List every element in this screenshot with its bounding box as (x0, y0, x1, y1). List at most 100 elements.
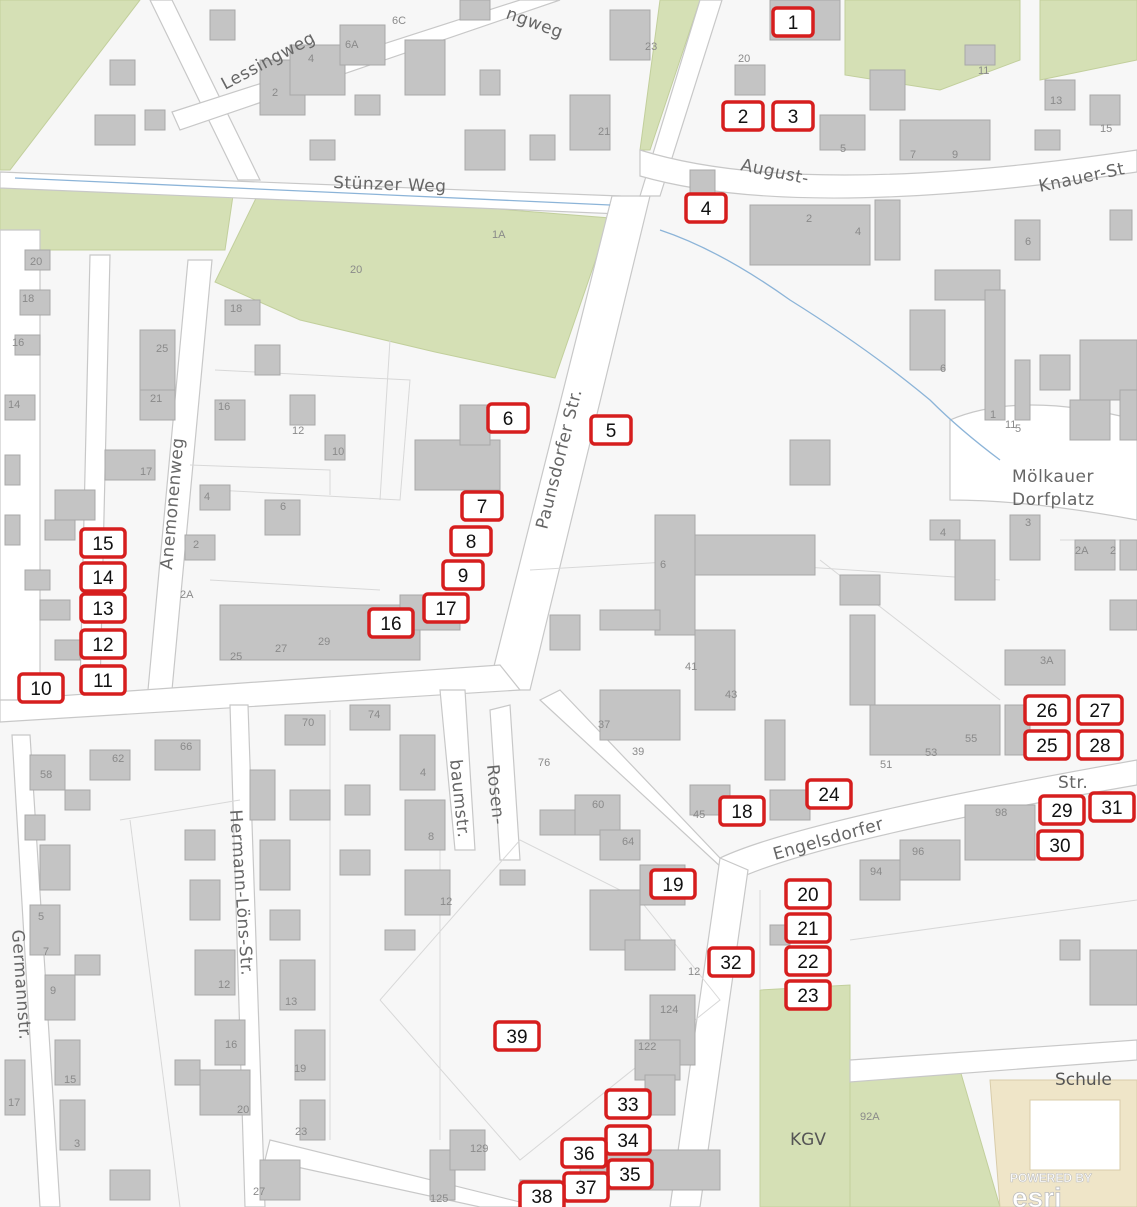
house-number: 66 (180, 741, 192, 753)
marker-box[interactable] (1076, 729, 1124, 761)
map-marker-17[interactable]: 17 (422, 592, 470, 624)
map-marker-26[interactable]: 26 (1023, 694, 1071, 726)
map-marker-11[interactable]: 11 (79, 664, 127, 696)
marker-box[interactable] (1038, 794, 1086, 826)
map-marker-21[interactable]: 21 (784, 912, 832, 944)
map-marker-9[interactable]: 9 (441, 559, 485, 591)
marker-label: 18 (731, 802, 752, 823)
marker-box[interactable] (805, 778, 853, 810)
marker-box[interactable] (486, 402, 530, 434)
map-marker-27[interactable]: 27 (1076, 694, 1124, 726)
house-number: 70 (302, 717, 314, 729)
map-marker-16[interactable]: 16 (367, 607, 415, 639)
map-marker-12[interactable]: 12 (79, 628, 127, 660)
marker-box[interactable] (604, 1088, 652, 1120)
map-marker-33[interactable]: 33 (604, 1088, 652, 1120)
marker-box[interactable] (367, 607, 415, 639)
map-marker-24[interactable]: 24 (805, 778, 853, 810)
map-marker-5[interactable]: 5 (589, 414, 633, 446)
map-marker-6[interactable]: 6 (486, 402, 530, 434)
marker-box[interactable] (771, 6, 815, 38)
map-marker-13[interactable]: 13 (79, 592, 127, 624)
house-number: 1A (492, 229, 506, 241)
map-marker-14[interactable]: 14 (79, 561, 127, 593)
marker-label: 9 (458, 566, 469, 587)
map-marker-4[interactable]: 4 (684, 192, 728, 224)
house-number: 2A (180, 589, 194, 601)
map-marker-10[interactable]: 10 (17, 672, 65, 704)
marker-box[interactable] (79, 628, 127, 660)
map-marker-1[interactable]: 1 (771, 6, 815, 38)
map-marker-38[interactable]: 38 (518, 1180, 566, 1207)
map-marker-34[interactable]: 34 (604, 1124, 652, 1156)
marker-box[interactable] (79, 561, 127, 593)
house-number: 7 (910, 149, 916, 161)
marker-box[interactable] (589, 414, 633, 446)
buildings (4, 0, 1137, 1207)
map-marker-18[interactable]: 18 (718, 795, 766, 827)
marker-box[interactable] (1023, 694, 1071, 726)
marker-box[interactable] (493, 1020, 541, 1052)
house-number: 15 (64, 1074, 76, 1086)
marker-box[interactable] (1076, 694, 1124, 726)
marker-box[interactable] (441, 559, 485, 591)
map-marker-37[interactable]: 37 (562, 1171, 610, 1203)
marker-box[interactable] (17, 672, 65, 704)
marker-box[interactable] (1023, 729, 1071, 761)
marker-box[interactable] (1088, 791, 1136, 823)
house-number: 10 (332, 446, 344, 458)
map-marker-36[interactable]: 36 (560, 1137, 608, 1169)
marker-box[interactable] (79, 527, 127, 559)
house-number: 27 (253, 1186, 265, 1198)
map-marker-22[interactable]: 22 (784, 945, 832, 977)
marker-box[interactable] (718, 795, 766, 827)
house-number: 4 (420, 767, 426, 779)
map-marker-35[interactable]: 35 (606, 1158, 654, 1190)
map-marker-25[interactable]: 25 (1023, 729, 1071, 761)
map-marker-28[interactable]: 28 (1076, 729, 1124, 761)
house-number: 6 (1025, 236, 1031, 248)
marker-box[interactable] (518, 1180, 566, 1207)
marker-box[interactable] (449, 525, 493, 557)
map-marker-39[interactable]: 39 (493, 1020, 541, 1052)
map-marker-15[interactable]: 15 (79, 527, 127, 559)
map-marker-3[interactable]: 3 (771, 100, 815, 132)
marker-box[interactable] (79, 592, 127, 624)
marker-box[interactable] (422, 592, 470, 624)
house-number: 5 (840, 143, 846, 155)
house-number: 4 (855, 226, 861, 238)
house-number: 2 (1110, 545, 1116, 557)
map-marker-7[interactable]: 7 (460, 490, 504, 522)
marker-box[interactable] (707, 946, 755, 978)
map-marker-19[interactable]: 19 (649, 868, 697, 900)
marker-box[interactable] (1036, 829, 1084, 861)
map-marker-23[interactable]: 23 (784, 979, 832, 1011)
marker-label: 31 (1101, 798, 1122, 819)
marker-box[interactable] (560, 1137, 608, 1169)
map-marker-2[interactable]: 2 (721, 100, 765, 132)
map-marker-31[interactable]: 31 (1088, 791, 1136, 823)
house-number: 4 (308, 53, 314, 65)
marker-box[interactable] (784, 945, 832, 977)
marker-box[interactable] (784, 979, 832, 1011)
marker-box[interactable] (771, 100, 815, 132)
house-number: 21 (150, 393, 162, 405)
marker-box[interactable] (784, 912, 832, 944)
marker-box[interactable] (460, 490, 504, 522)
house-number: 98 (995, 807, 1007, 819)
marker-box[interactable] (649, 868, 697, 900)
map-marker-32[interactable]: 32 (707, 946, 755, 978)
map-marker-8[interactable]: 8 (449, 525, 493, 557)
marker-box[interactable] (79, 664, 127, 696)
map-marker-29[interactable]: 29 (1038, 794, 1086, 826)
marker-box[interactable] (784, 878, 832, 910)
house-number: 3A (1040, 655, 1054, 667)
house-number: 6 (280, 501, 286, 513)
marker-box[interactable] (684, 192, 728, 224)
map-marker-30[interactable]: 30 (1036, 829, 1084, 861)
marker-box[interactable] (721, 100, 765, 132)
map-marker-20[interactable]: 20 (784, 878, 832, 910)
street-label-molkauer: Mölkauer (1012, 467, 1094, 487)
